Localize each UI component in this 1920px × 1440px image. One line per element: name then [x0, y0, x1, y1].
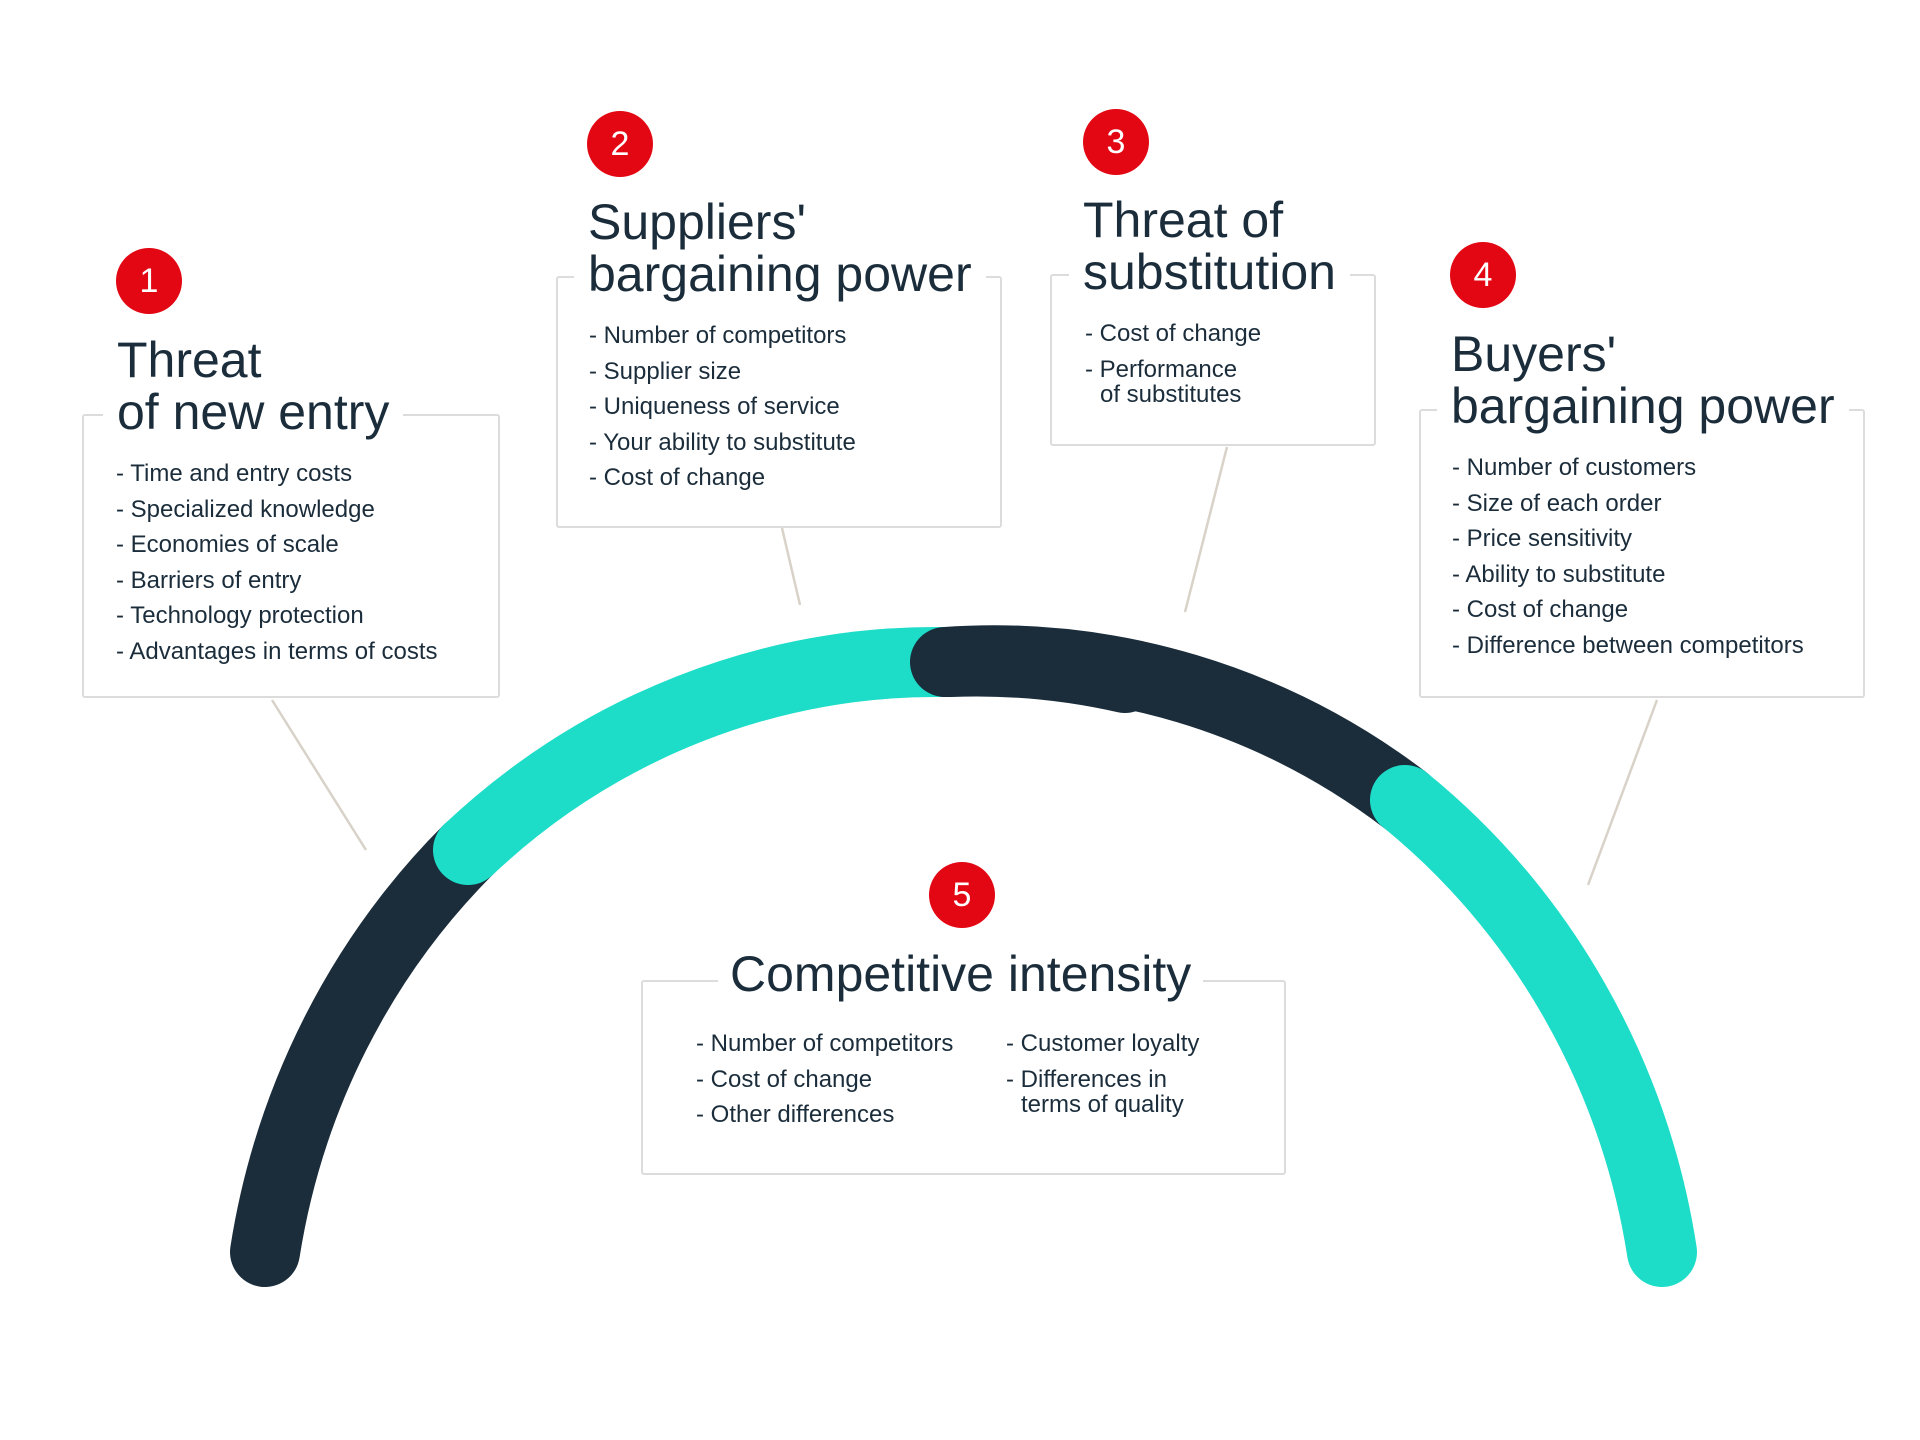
- force-title-line: substitution: [1083, 244, 1336, 300]
- arc-cap-top-navy: [915, 626, 1160, 713]
- connector-line-3: [1183, 446, 1229, 613]
- force-title-line: bargaining power: [588, 246, 972, 302]
- force-number-badge-4: 4: [1450, 242, 1516, 308]
- factor-item: - Differences in terms of quality: [1006, 1062, 1199, 1120]
- force-title-4: Buyers' bargaining power: [1437, 328, 1849, 432]
- factor-item: - Customer loyalty: [1006, 1030, 1200, 1057]
- force-factor-list-4: - Number of customers - Size of each ord…: [1452, 450, 1804, 663]
- factor-item: - Other differences: [696, 1101, 895, 1128]
- force-title-line: Buyers': [1451, 326, 1617, 382]
- factor-item-line: - Differences in: [1006, 1065, 1167, 1093]
- factor-item: - Cost of change: [696, 1065, 873, 1093]
- factor-item: - Time and entry costs: [116, 460, 353, 487]
- factor-item-continuation: of substitutes: [1100, 381, 1242, 408]
- force-number-badge-5: 5: [929, 862, 995, 928]
- factor-item: - Specialized knowledge: [116, 495, 375, 523]
- force-title-line: Threat: [117, 332, 262, 388]
- connector-line-2: [780, 527, 802, 606]
- arc-segment-left-navy: [230, 815, 503, 1287]
- connector-line-4: [1586, 699, 1659, 886]
- factor-item: - Number of competitors: [696, 1030, 954, 1057]
- factor-item: - Cost of change: [1452, 596, 1629, 623]
- force-factor-list-5-right: - Customer loyalty - Differences in term…: [1006, 1026, 1199, 1119]
- connector-line-1: [270, 699, 368, 851]
- factor-item-line: - Performance: [1085, 355, 1238, 383]
- factor-item: - Cost of change: [1085, 320, 1262, 347]
- factor-item: - Number of customers: [1452, 454, 1697, 481]
- force-factor-list-3: - Cost of change - Performance of substi…: [1085, 316, 1261, 409]
- force-title-5: Competitive intensity: [718, 948, 1204, 1000]
- factor-item: - Size of each order: [1452, 489, 1662, 517]
- force-title-3: Threat of substitution: [1069, 194, 1350, 298]
- force-factor-list-5-left: - Number of competitors - Cost of change…: [696, 1026, 953, 1133]
- arc-segment-left-teal: [433, 626, 980, 885]
- factor-item: - Uniqueness of service: [589, 393, 840, 420]
- force-title-line: Suppliers': [588, 194, 806, 250]
- factor-item-continuation: terms of quality: [1021, 1091, 1184, 1118]
- factor-item: - Number of competitors: [589, 322, 847, 349]
- force-number-badge-1: 1: [116, 248, 182, 314]
- factor-item: - Performance of substitutes: [1085, 352, 1261, 410]
- force-title-line: Threat of: [1083, 192, 1284, 248]
- force-number-badge-2: 2: [587, 111, 653, 177]
- factor-item: - Cost of change: [589, 464, 766, 491]
- factor-item: - Technology protection: [116, 602, 364, 629]
- factor-item: - Barriers of entry: [116, 566, 302, 594]
- force-title-2: Suppliers' bargaining power: [574, 196, 986, 300]
- force-factor-list-2: - Number of competitors - Supplier size …: [589, 318, 856, 496]
- factor-item: - Supplier size: [589, 357, 742, 385]
- force-title-1: Threat of new entry: [103, 332, 404, 440]
- factor-item: - Your ability to substitute: [589, 428, 856, 456]
- factor-item: - Difference between competitors: [1452, 631, 1804, 659]
- factor-item: - Price sensitivity: [1452, 525, 1633, 552]
- factor-item: - Advantages in terms of costs: [116, 637, 438, 665]
- factor-item: - Ability to substitute: [1452, 560, 1666, 588]
- force-number-badge-3: 3: [1083, 109, 1149, 175]
- factor-item: - Economies of scale: [116, 531, 339, 558]
- force-title-line: of new entry: [117, 384, 390, 440]
- force-title-line: bargaining power: [1451, 378, 1835, 434]
- force-factor-list-1: - Time and entry costs - Specialized kno…: [116, 456, 437, 669]
- arc-segment-right-teal: [1370, 765, 1697, 1287]
